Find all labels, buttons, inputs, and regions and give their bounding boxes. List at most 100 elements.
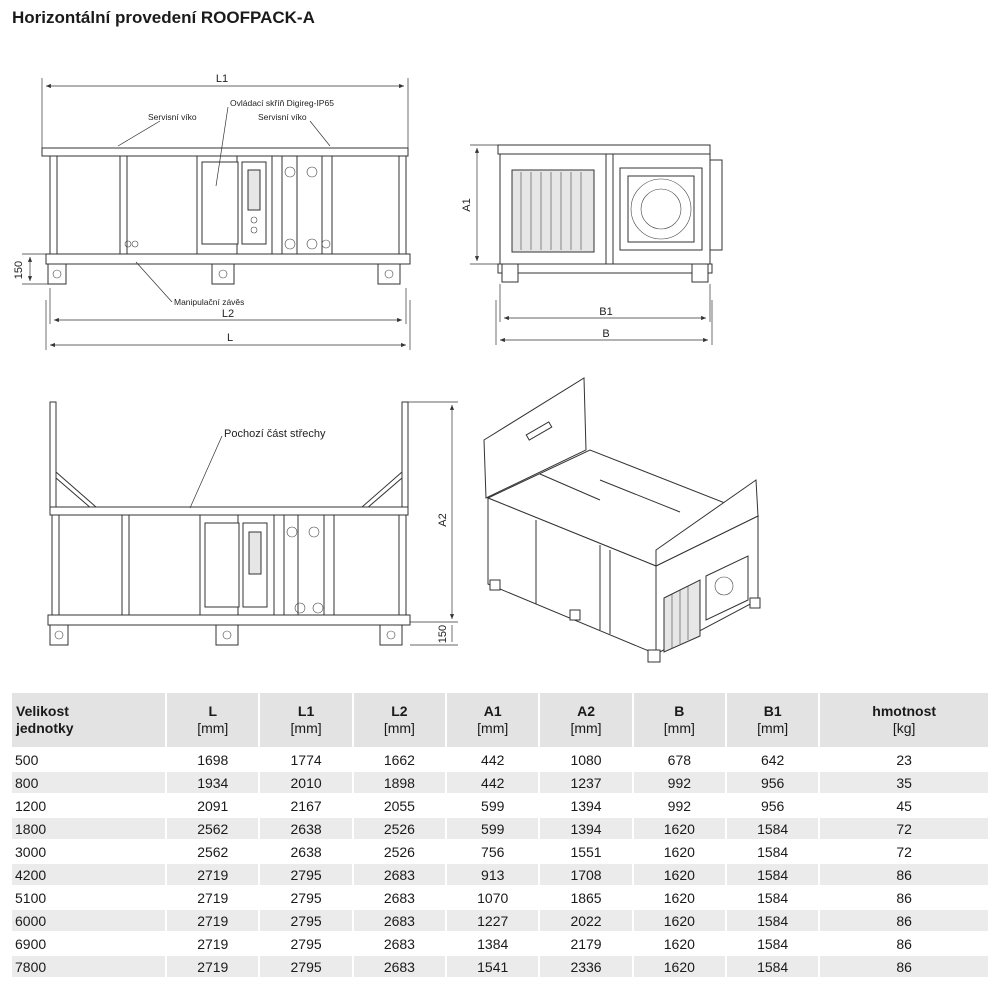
table-cell: 1584	[727, 956, 819, 977]
table-cell: 2179	[570, 935, 602, 952]
table-cell: 86	[820, 956, 988, 977]
header-B1-unit: [mm]	[757, 720, 789, 736]
table-cell: 5100	[15, 889, 47, 906]
technical-drawings: L1 L2 L 150 Servisní víko Ovládací skříň…	[13, 73, 761, 663]
header-L1-unit: [mm]	[290, 720, 322, 736]
dim-150b-label: 150	[437, 625, 449, 643]
table-cell: 2795	[290, 935, 322, 952]
table-cell: 72	[820, 818, 988, 839]
dim-L2-label: L2	[222, 308, 234, 320]
dim-L-label: L	[227, 332, 233, 344]
header-A1-unit: [mm]	[477, 720, 509, 736]
table-cell: 1620	[633, 864, 725, 885]
table-cell: 1394	[540, 818, 632, 839]
header-A2: A2[mm]	[540, 693, 632, 747]
table-cell: 913	[447, 864, 539, 885]
header-L-name: L	[208, 703, 218, 719]
table-cell: 2683	[383, 889, 415, 906]
dim-B-label: B	[602, 328, 609, 340]
table-cell: 1620	[663, 843, 695, 860]
header-L1: L1[mm]	[260, 693, 352, 747]
table-cell: 1237	[540, 772, 632, 793]
table-cell: 1584	[727, 864, 819, 885]
table-cell: 1620	[633, 956, 725, 977]
header-L-unit: [mm]	[197, 720, 229, 736]
table-cell: 1584	[757, 889, 789, 906]
table-cell: 86	[896, 935, 912, 952]
table-cell: 800	[12, 772, 166, 793]
table-cell: 442	[481, 751, 505, 768]
table-cell: 2719	[167, 910, 259, 931]
table-cell: 2795	[290, 889, 322, 906]
table-cell: 956	[760, 797, 785, 814]
table-cell: 2719	[167, 956, 259, 977]
header-hmotnost-unit: [kg]	[892, 720, 916, 736]
table-cell: 599	[447, 818, 539, 839]
table-cell: 956	[727, 772, 819, 793]
table-cell: 2526	[353, 818, 446, 839]
table-cell: 1620	[663, 935, 695, 952]
table-cell: 2683	[353, 956, 446, 977]
table-cell: 1898	[353, 772, 446, 793]
table-cell: 6900	[15, 935, 47, 952]
table-cell: 2091	[197, 797, 229, 814]
table-cell: 86	[820, 910, 988, 931]
table-cell: 86	[896, 889, 912, 906]
table-cell: 1080	[570, 751, 602, 768]
dim-150-label: 150	[13, 261, 25, 279]
header-L1-name: L1	[297, 703, 315, 719]
callout-walkway: Pochozí část střechy	[224, 428, 326, 440]
walkway-view-drawing: A2 150 Pochozí část střechy	[47, 401, 458, 646]
table-cell: 1394	[570, 797, 602, 814]
header-velikost-line1: Velikost	[16, 703, 69, 719]
table-cell: 2638	[290, 843, 322, 860]
table-cell: 1800	[12, 818, 166, 839]
table-cell: 1865	[570, 889, 602, 906]
header-A1-name: A1	[483, 703, 502, 719]
dim-B1-label: B1	[599, 306, 612, 318]
table-cell: 678	[667, 751, 692, 768]
table-cell: 45	[896, 797, 912, 814]
table-cell: 1584	[727, 818, 819, 839]
header-hmotnost: hmotnost[kg]	[820, 693, 988, 747]
table-cell: 1584	[727, 910, 819, 931]
callout-control-box: Ovládací skříň Digireg-IP65	[230, 98, 334, 108]
header-B-unit: [mm]	[663, 720, 695, 736]
table-cell: 72	[896, 843, 912, 860]
table-cell: 4200	[12, 864, 166, 885]
table-cell: 2336	[540, 956, 632, 977]
table-cell: 2683	[353, 910, 446, 931]
header-B: B[mm]	[633, 693, 725, 747]
header-B1: B1[mm]	[727, 693, 819, 747]
table-cell: 442	[447, 772, 539, 793]
table-cell: 2022	[540, 910, 632, 931]
table-cell: 2719	[167, 864, 259, 885]
header-hmotnost-name: hmotnost	[872, 703, 937, 719]
table-cell: 1774	[290, 751, 322, 768]
header-A2-name: A2	[577, 703, 595, 719]
table-cell: 1620	[663, 889, 695, 906]
table-cell: 992	[667, 797, 692, 814]
table-cell: 2683	[383, 935, 415, 952]
table-cell: 1698	[197, 751, 229, 768]
table-cell: 86	[820, 864, 988, 885]
table-cell: 756	[481, 843, 505, 860]
table-cell: 1620	[633, 818, 725, 839]
callout-servis-left: Servisní víko	[148, 112, 197, 122]
page-title: Horizontální provedení ROOFPACK-A	[12, 8, 315, 27]
table-cell: 1200	[15, 797, 47, 814]
table-cell: 2562	[197, 843, 229, 860]
table-cell: 7800	[12, 956, 166, 977]
table-cell: 2719	[197, 889, 229, 906]
table-cell: 599	[481, 797, 505, 814]
table-cell: 2010	[260, 772, 352, 793]
